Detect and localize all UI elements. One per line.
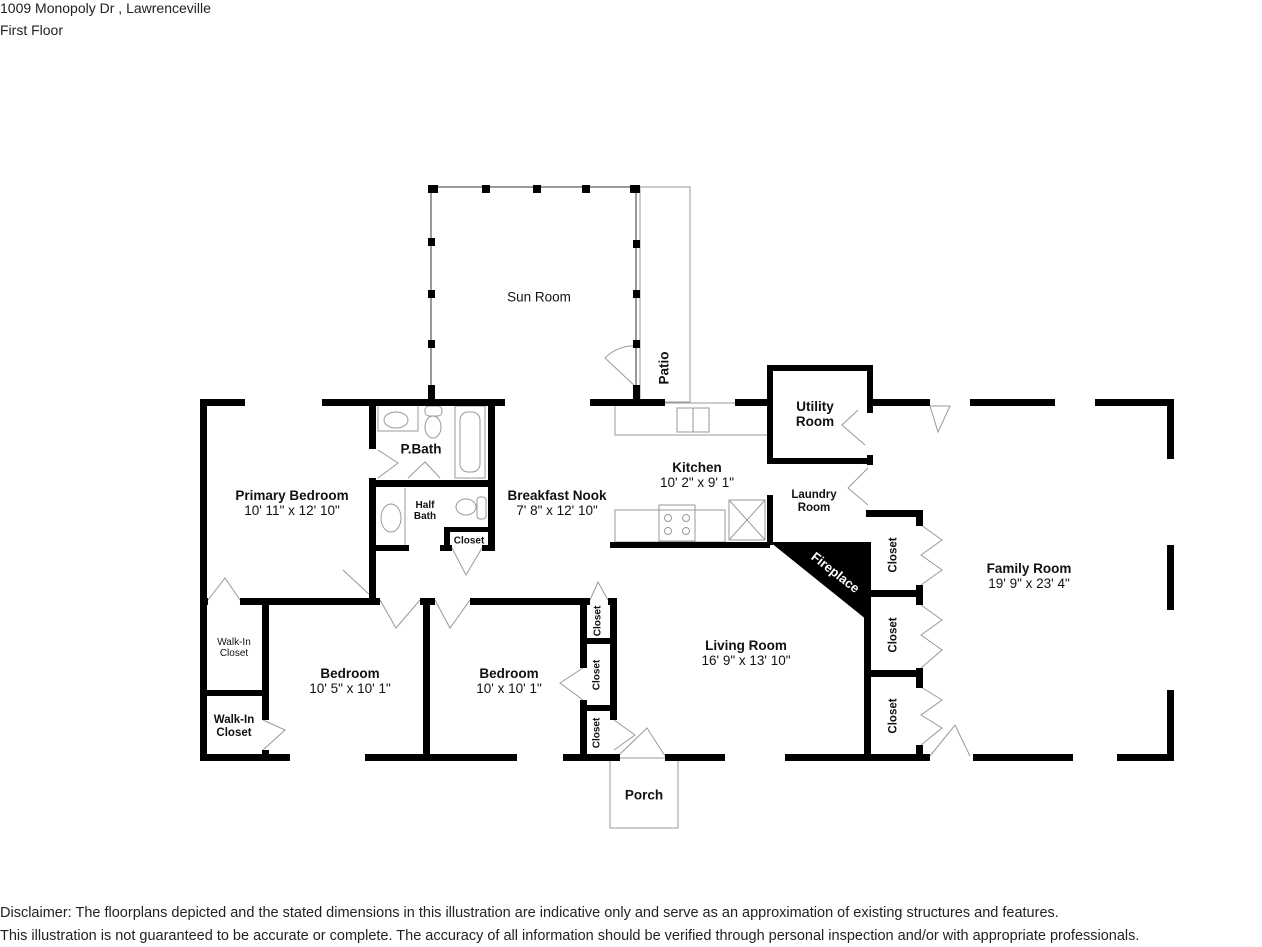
room-bedroom-1: Bedroom 10' 5" x 10' 1" — [309, 666, 391, 696]
room-patio: Patio — [656, 351, 671, 384]
room-name-line1: Laundry — [791, 489, 837, 502]
room-primary-bedroom: Primary Bedroom 10' 11" x 12' 10" — [235, 488, 348, 518]
room-p-bath: P.Bath — [400, 441, 441, 456]
address-title: 1009 Monopoly Dr , Lawrenceville — [0, 0, 211, 16]
room-name: Sun Room — [507, 289, 571, 305]
room-name: Primary Bedroom — [235, 487, 349, 503]
room-hall-closet-2: Closet — [591, 660, 602, 691]
room-name-line2: Room — [797, 502, 831, 514]
room-laundry-room: Laundry Room — [791, 489, 836, 515]
room-name-line1: Utility — [796, 398, 834, 414]
room-name: Kitchen — [672, 459, 722, 475]
room-name-line2: Bath — [413, 511, 437, 522]
room-family-closet-1: Closet — [888, 537, 901, 572]
room-dimensions: 16' 9" x 13' 10" — [701, 653, 791, 668]
room-name: Bedroom — [320, 665, 380, 681]
room-name: P.Bath — [400, 441, 442, 457]
walls — [200, 185, 1174, 761]
room-name-line2: Room — [795, 414, 835, 429]
room-hall-closet-1: Closet — [592, 606, 603, 637]
room-name: Living Room — [705, 637, 787, 653]
floor-title: First Floor — [0, 22, 63, 38]
room-name: Closet — [887, 698, 900, 734]
room-walk-in-closet-1: Walk-In Closet — [217, 637, 251, 659]
room-living-room: Living Room 16' 9" x 13' 10" — [701, 638, 790, 668]
room-name: Breakfast Nook — [507, 487, 607, 503]
room-family-closet-3: Closet — [888, 698, 901, 733]
room-porch: Porch — [625, 787, 663, 802]
disclaimer-line-2: This illustration is not guaranteed to b… — [0, 928, 1140, 944]
room-name: Porch — [624, 787, 664, 803]
room-name: Bedroom — [479, 665, 539, 681]
room-dimensions: 10' x 10' 1" — [476, 681, 542, 696]
room-sun-room: Sun Room — [507, 289, 571, 304]
disclaimer-line-1: Disclaimer: The floorplans depicted and … — [0, 905, 1059, 921]
room-breakfast-nook: Breakfast Nook 7' 8" x 12' 10" — [507, 488, 606, 518]
room-family-closet-2: Closet — [888, 617, 901, 652]
room-name-line2: Closet — [216, 727, 252, 739]
room-dimensions: 7' 8" x 12' 10" — [516, 503, 598, 518]
room-hall-closet-3: Closet — [591, 718, 602, 749]
room-name: Family Room — [986, 560, 1072, 576]
room-family-room: Family Room 19' 9" x 23' 4" — [987, 561, 1072, 591]
room-kitchen: Kitchen 10' 2" x 9' 1" — [660, 460, 734, 490]
room-bath-closet: Closet — [454, 535, 485, 546]
room-name-line1: Walk-In — [213, 714, 255, 727]
room-half-bath: Half Bath — [414, 500, 436, 522]
room-name: Closet — [591, 717, 603, 749]
room-name: Patio — [656, 351, 672, 385]
room-name-line2: Closet — [219, 648, 249, 659]
room-dimensions: 10' 2" x 9' 1" — [659, 475, 735, 490]
room-dimensions: 10' 5" x 10' 1" — [309, 681, 391, 696]
room-name: Closet — [453, 535, 485, 547]
room-name: Closet — [887, 617, 900, 653]
room-dimensions: 10' 11" x 12' 10" — [244, 503, 340, 518]
room-utility-room: Utility Room — [796, 399, 834, 429]
room-name: Closet — [592, 605, 604, 637]
room-bedroom-2: Bedroom 10' x 10' 1" — [476, 666, 542, 696]
room-name-line1: Half — [415, 499, 435, 511]
room-name: Closet — [887, 537, 900, 573]
room-walk-in-closet-2: Walk-In Closet — [214, 714, 254, 740]
porch-outline — [609, 757, 679, 829]
room-name: Closet — [591, 659, 603, 691]
room-name-line1: Walk-In — [217, 636, 251, 648]
room-dimensions: 19' 9" x 23' 4" — [988, 576, 1070, 591]
